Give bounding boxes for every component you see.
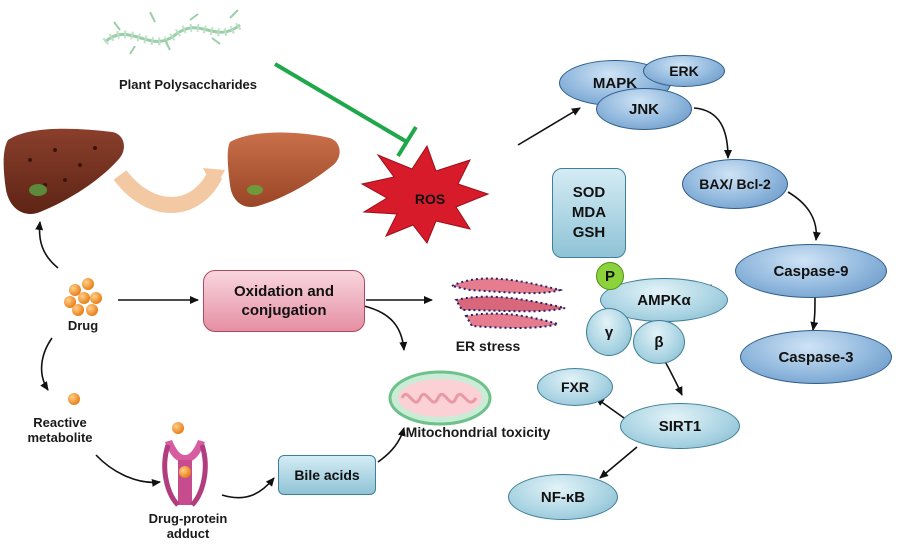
oxidative-markers-box: SOD MDA GSH [552, 168, 626, 258]
drug-protein-adduct-icon [162, 422, 208, 507]
mitochondrion-icon [388, 370, 492, 426]
reactive-metabolite-dot [68, 393, 80, 405]
drug-protein-adduct-label: Drug-protein adduct [148, 511, 228, 541]
ros-label: ROS [414, 191, 446, 207]
mitochondrial-toxicity-label: Mitochondrial toxicity [405, 424, 551, 440]
reactive-metabolite-label: Reactive metabolite [27, 415, 93, 445]
er-stress-icon [449, 277, 566, 329]
oxidation-conjugation-box: Oxidation and conjugation [203, 270, 365, 332]
recovery-arrow-icon [113, 168, 225, 213]
caspase-9-node: Caspase-9 [735, 244, 887, 298]
gamma-subunit-node: γ [586, 308, 632, 356]
bax-bcl2-node: BAX/ Bcl-2 [682, 159, 788, 209]
erk-node: ERK [643, 55, 725, 87]
nf-kb-node: NF-κB [508, 474, 618, 520]
healthy-liver-icon [227, 132, 340, 208]
fxr-node: FXR [537, 368, 613, 406]
inhibition-line [273, 62, 418, 158]
sirt1-node: SIRT1 [620, 403, 740, 449]
plant-polysaccharides-label: Plant Polysaccharides [118, 77, 257, 92]
jnk-node: JNK [596, 88, 692, 130]
phosphate-badge: P [596, 262, 624, 290]
drug-label: Drug [67, 318, 99, 333]
polysaccharide-chain-icon [102, 9, 243, 55]
damaged-liver-icon [3, 128, 124, 214]
bile-acids-box: Bile acids [278, 455, 376, 495]
drug-particles-icon [64, 278, 102, 316]
beta-subunit-node: β [633, 320, 685, 364]
ros-burst [360, 144, 490, 244]
pathway-arrows [35, 107, 821, 499]
er-stress-label: ER stress [455, 338, 521, 354]
caspase-3-node: Caspase-3 [740, 330, 892, 384]
